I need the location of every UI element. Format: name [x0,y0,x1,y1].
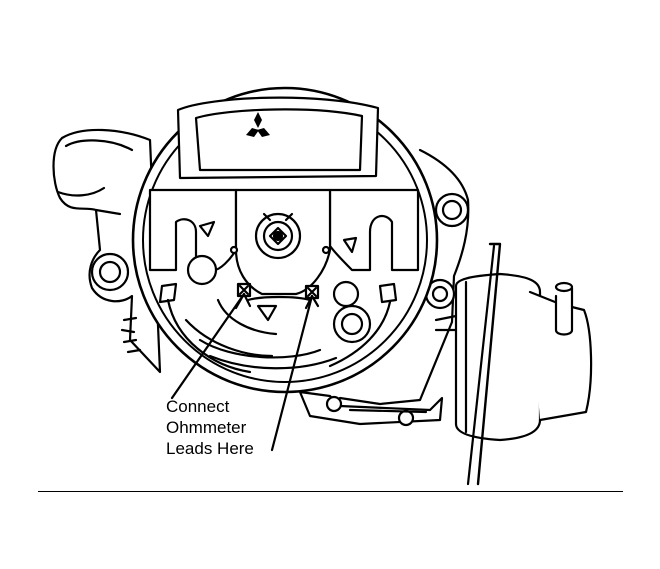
mounting-plate [298,390,444,427]
reluctor-markers [198,220,358,322]
vacuum-rod [466,242,502,486]
left-housing [52,128,162,374]
upper-cap [176,96,380,180]
vacuum-advance-unit [434,272,593,442]
callout-line-3: Leads Here [166,439,254,458]
distributor-shaft [254,212,302,260]
callout-line-1: Connect [166,397,230,416]
three-diamond-logo-icon [246,112,270,137]
lower-interior [158,254,398,374]
left-bracket [148,188,238,272]
callout-label: Connect Ohmmeter Leads Here [150,396,306,459]
callout-leader-lines [170,292,320,452]
divider-rule [38,491,623,492]
callout-line-2: Ohmmeter [166,418,247,437]
terminal-left [236,282,252,298]
